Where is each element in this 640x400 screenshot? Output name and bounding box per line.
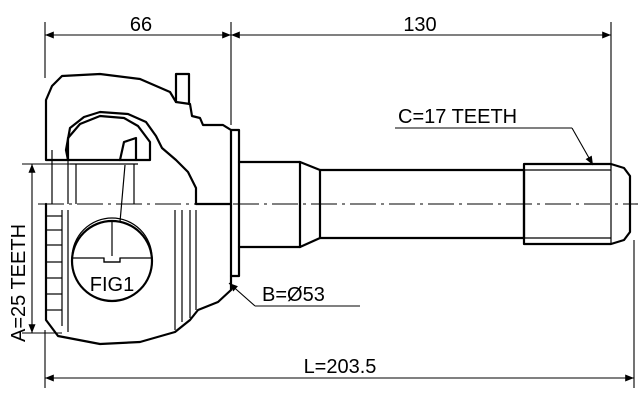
shaft-spline-leader: C=17 TEETH <box>395 106 594 166</box>
housing-spline-label: A=25 TEETH <box>8 224 30 342</box>
overall-length-label: L=203.5 <box>304 356 377 378</box>
shaft <box>229 128 632 278</box>
fig1-detail: FIG1 <box>70 164 154 303</box>
overall-length-dimension: L=203.5 <box>44 240 635 388</box>
shaft-spline-label: C=17 TEETH <box>398 106 517 128</box>
top-dimensions: 66 130 <box>44 14 612 168</box>
abs-ring-label: B=Ø53 <box>262 284 325 306</box>
outer-housing-section <box>44 72 233 346</box>
inner-race-section <box>66 114 152 162</box>
housing-spline-dimension: A=25 TEETH <box>8 163 80 342</box>
fig1-label: FIG1 <box>90 274 134 296</box>
abs-ring-leader: B=Ø53 <box>228 282 360 307</box>
housing-inner-lines <box>51 150 197 332</box>
housing-spline-grooves <box>46 215 62 311</box>
dim-130-label: 130 <box>403 14 436 36</box>
dim-66-label: 66 <box>130 14 152 36</box>
